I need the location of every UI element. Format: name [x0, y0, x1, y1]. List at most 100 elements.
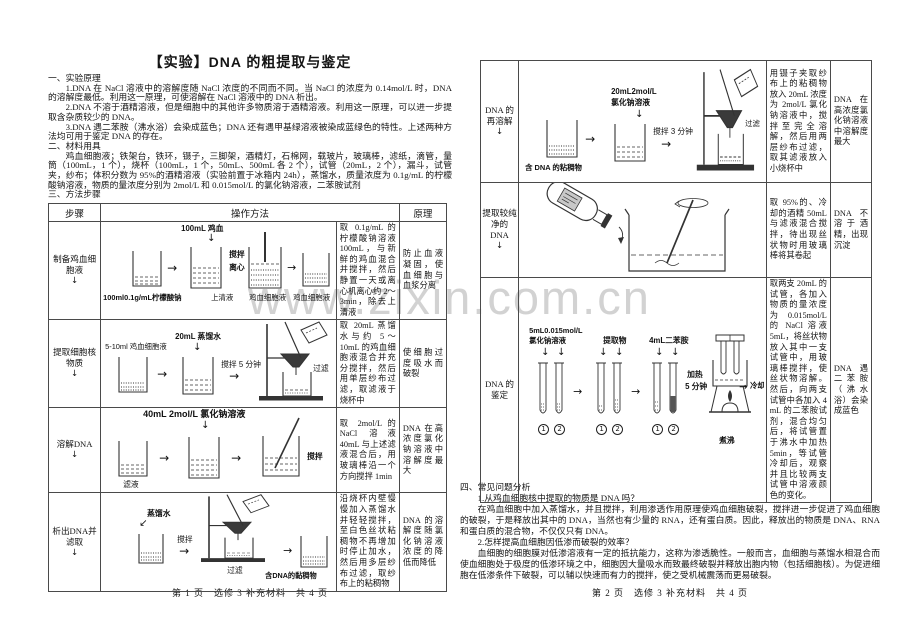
- step-label: 溶解DNA: [56, 439, 93, 450]
- diagram-cell: 100mL 鸡血 ↓ 100ml0.1g/mL柠檬酸钠 → 搅拌: [100, 220, 337, 321]
- filter-stand-icon: [259, 321, 328, 401]
- principle-cell: DNA 遇二苯胺（沸水浴）会染成蓝色: [829, 276, 873, 504]
- label-supernatant: 上清液: [211, 293, 234, 302]
- header-method: 操作方法: [100, 203, 400, 222]
- step-down-arrow: ↓: [70, 450, 79, 461]
- diagram-extract-nuclear-material: 5-10ml 鸡血细胞液 → 20mL 蒸馏水 ↓ 搅拌 5 分钟 →: [102, 321, 336, 407]
- page2-footer: 第 2 页 选修 3 补充材料 共 4 页: [591, 588, 748, 598]
- label-filter: 过滤: [745, 119, 760, 128]
- section-heading-principle: 一、实验原理: [48, 73, 101, 83]
- step-label: 提取较纯净的DNA: [482, 208, 517, 240]
- principle-cell: 使细胞过度吸水而破裂: [398, 319, 448, 409]
- page1-intro-text: 一、实验原理 1.DNA 在 NaCl 溶液中的溶解度随 NaCl 浓度的不同而…: [48, 73, 452, 200]
- label-filtrate: 滤液: [123, 480, 139, 490]
- diagram-redissolve-dna: 含 DNA 的粘稠物 → 20mL2mol/L 氯化钠溶液 ↓ 搅拌 3 分钟 …: [520, 62, 766, 182]
- table-row: 析出DNA并滤取 ↓ 蒸馏水 ↙ 搅拌 →: [47, 492, 448, 592]
- table-row: DNA 的鉴定 5mL0.015mol/L 氯化钠溶液 ↓ ↓: [479, 276, 873, 504]
- tube-number-2: 2: [612, 424, 624, 435]
- step-label: 提取细胞核物质: [53, 347, 97, 369]
- principle-paragraph-1: 1.DNA 在 NaCl 溶液中的溶解度随 NaCl 浓度的不同而不同。当 Na…: [48, 82, 452, 103]
- arrow-down-icon: ↓: [557, 347, 566, 358]
- arrow-down-icon: ↓: [655, 347, 664, 358]
- faq-question-2: 2.怎样提高血细胞因低渗而破裂的效率？: [477, 537, 634, 547]
- water-bath-stand-icon: [709, 334, 752, 413]
- label-stir: 搅拌: [177, 535, 193, 545]
- label-blood-cell-liquid: 5-10ml 鸡血细胞液: [105, 342, 167, 352]
- header-step: 步骤: [47, 203, 102, 222]
- step-cell: 提取较纯净的DNA ↓: [479, 182, 520, 278]
- test-tube-icon: [668, 362, 679, 414]
- tube-number-2: 2: [668, 424, 680, 435]
- page-title: 【实验】DNA 的粗提取与鉴定: [148, 54, 352, 70]
- arrow-down-icon: ↓: [599, 347, 608, 358]
- beaker-icon: [118, 441, 148, 477]
- method-text-cell: 取 20mL 蒸馏水与约 5～10mL 的鸡血细胞液混合并充分搅拌，然后用单层纱…: [335, 319, 400, 409]
- principle-paragraph-3: 3.DNA 遇二苯胺（沸水浴）会染成蓝色；DNA 还有遇甲基绿溶液被染成蓝绿色的…: [48, 121, 452, 142]
- table-header-row: 步骤 操作方法 原理: [47, 203, 448, 222]
- step-cell: 提取细胞核物质 ↓: [47, 319, 102, 409]
- label-boil: 煮沸: [719, 436, 735, 445]
- label-nacl-solution: 40mL 2mol/L 氯化钠溶液: [143, 409, 246, 420]
- arrow-right-icon: →: [283, 544, 293, 558]
- arrow-right-icon: →: [585, 132, 596, 146]
- label-cool: 冷却: [750, 381, 765, 390]
- principle-cell: DNA 不溶于酒精，出现沉淀: [829, 182, 873, 278]
- test-tube-icon: [652, 362, 663, 414]
- step-down-arrow: ↓: [70, 369, 79, 380]
- step-label: DNA 的再溶解: [485, 105, 514, 126]
- table-row: DNA 的再溶解 ↓ 含 DNA 的粘稠物 → 20mL2mol/L 氯化钠溶液…: [479, 60, 873, 183]
- step-cell: DNA 的再溶解 ↓: [479, 60, 520, 183]
- arrow-down-icon: ↓: [207, 233, 216, 244]
- diagram-dissolve-dna: 40mL 2mol/L 氯化钠溶液 ↓ 滤液 → →: [102, 409, 336, 492]
- arrow-down-icon: ↓: [635, 109, 644, 120]
- arrow-right-icon: →: [159, 451, 170, 466]
- diagram-purify-dna: [520, 183, 766, 277]
- arrow-right-icon: →: [229, 369, 240, 384]
- label-nacl-line1: 20mL2mol/L: [611, 87, 657, 96]
- diagram-prepare-blood-cells: 100mL 鸡血 ↓ 100ml0.1g/mL柠檬酸钠 → 搅拌: [102, 223, 336, 308]
- label-filter: 过滤: [313, 364, 329, 374]
- faq-answer-1: 在鸡血细胞中加入蒸馏水，并且搅拌，利用渗透作用原理使鸡血细胞破裂，搅拌进一步促进…: [460, 504, 880, 536]
- step-cell: DNA 的鉴定: [479, 276, 520, 504]
- beaker-icon: [132, 251, 162, 287]
- method-text-cell: 沿烧杯内壁慢慢加入蒸馏水并轻轻搅拌，至白色丝状粘稠物不再增加时停止加水，然后用多…: [335, 492, 400, 592]
- beaker-icon: [118, 357, 148, 393]
- label-diphenylamine: 4mL二苯胺: [649, 336, 689, 345]
- diagram-cell: 蒸馏水 ↙ 搅拌 →: [100, 492, 337, 592]
- tube-number-2: 2: [554, 424, 566, 435]
- arrow-down-icon: ↓: [193, 342, 202, 354]
- table-row: 溶解DNA ↓ 40mL 2mol/L 氯化钠溶液 ↓ 滤液 →: [47, 407, 448, 494]
- test-tube-icon: [554, 362, 565, 414]
- diagram-cell: 5-10ml 鸡血细胞液 → 20mL 蒸馏水 ↓ 搅拌 5 分钟 →: [100, 319, 337, 409]
- label-heat-duration: 5 分钟: [685, 382, 708, 391]
- beaker-icon: [300, 536, 328, 568]
- arrow-right-icon: →: [179, 544, 190, 559]
- label-stir: 搅拌: [229, 250, 245, 259]
- arrow-right-icon: →: [631, 385, 641, 398]
- diagram-cell: 含 DNA 的粘稠物 → 20mL2mol/L 氯化钠溶液 ↓ 搅拌 3 分钟 …: [518, 60, 767, 183]
- alcohol-bottle-icon: [546, 183, 625, 244]
- step-label: 制备鸡血细胞液: [53, 254, 97, 276]
- arrow-down-left-icon: ↙: [139, 518, 148, 530]
- test-tube-icon: [596, 362, 607, 414]
- arrow-right-icon: →: [167, 261, 178, 275]
- test-tube-icon: [538, 362, 549, 414]
- label-nacl-line2: 氯化钠溶液: [529, 336, 567, 345]
- tube-number-1: 1: [538, 424, 550, 435]
- arrow-right-icon: →: [739, 382, 748, 393]
- filter-stand-icon: [696, 68, 759, 171]
- step-cell: 析出DNA并滤取 ↓: [47, 492, 102, 592]
- beaker-icon: [188, 437, 220, 479]
- step-cell: 制备鸡血细胞液 ↓: [47, 220, 102, 321]
- label-stir-3min: 搅拌 3 分钟: [653, 127, 693, 136]
- principle-cell: DNA 在高浓度氯化钠溶液中溶解度最大: [829, 60, 873, 183]
- tube-number-1: 1: [652, 424, 664, 435]
- method-text-cell: 用镊子夹取纱布上的粘稠物放入 20mL 浓度为 2mol/L 氯化钠溶液中，搅拌…: [765, 60, 831, 183]
- step-cell: 溶解DNA ↓: [47, 407, 102, 494]
- arrow-down-icon: ↓: [201, 420, 210, 432]
- arrow-right-icon: →: [231, 451, 242, 466]
- step-label: 析出DNA并滤取: [52, 525, 97, 547]
- header-principle: 原理: [398, 203, 448, 222]
- label-stir-5min: 搅拌 5 分钟: [221, 360, 261, 370]
- arrow-right-icon: →: [287, 261, 297, 274]
